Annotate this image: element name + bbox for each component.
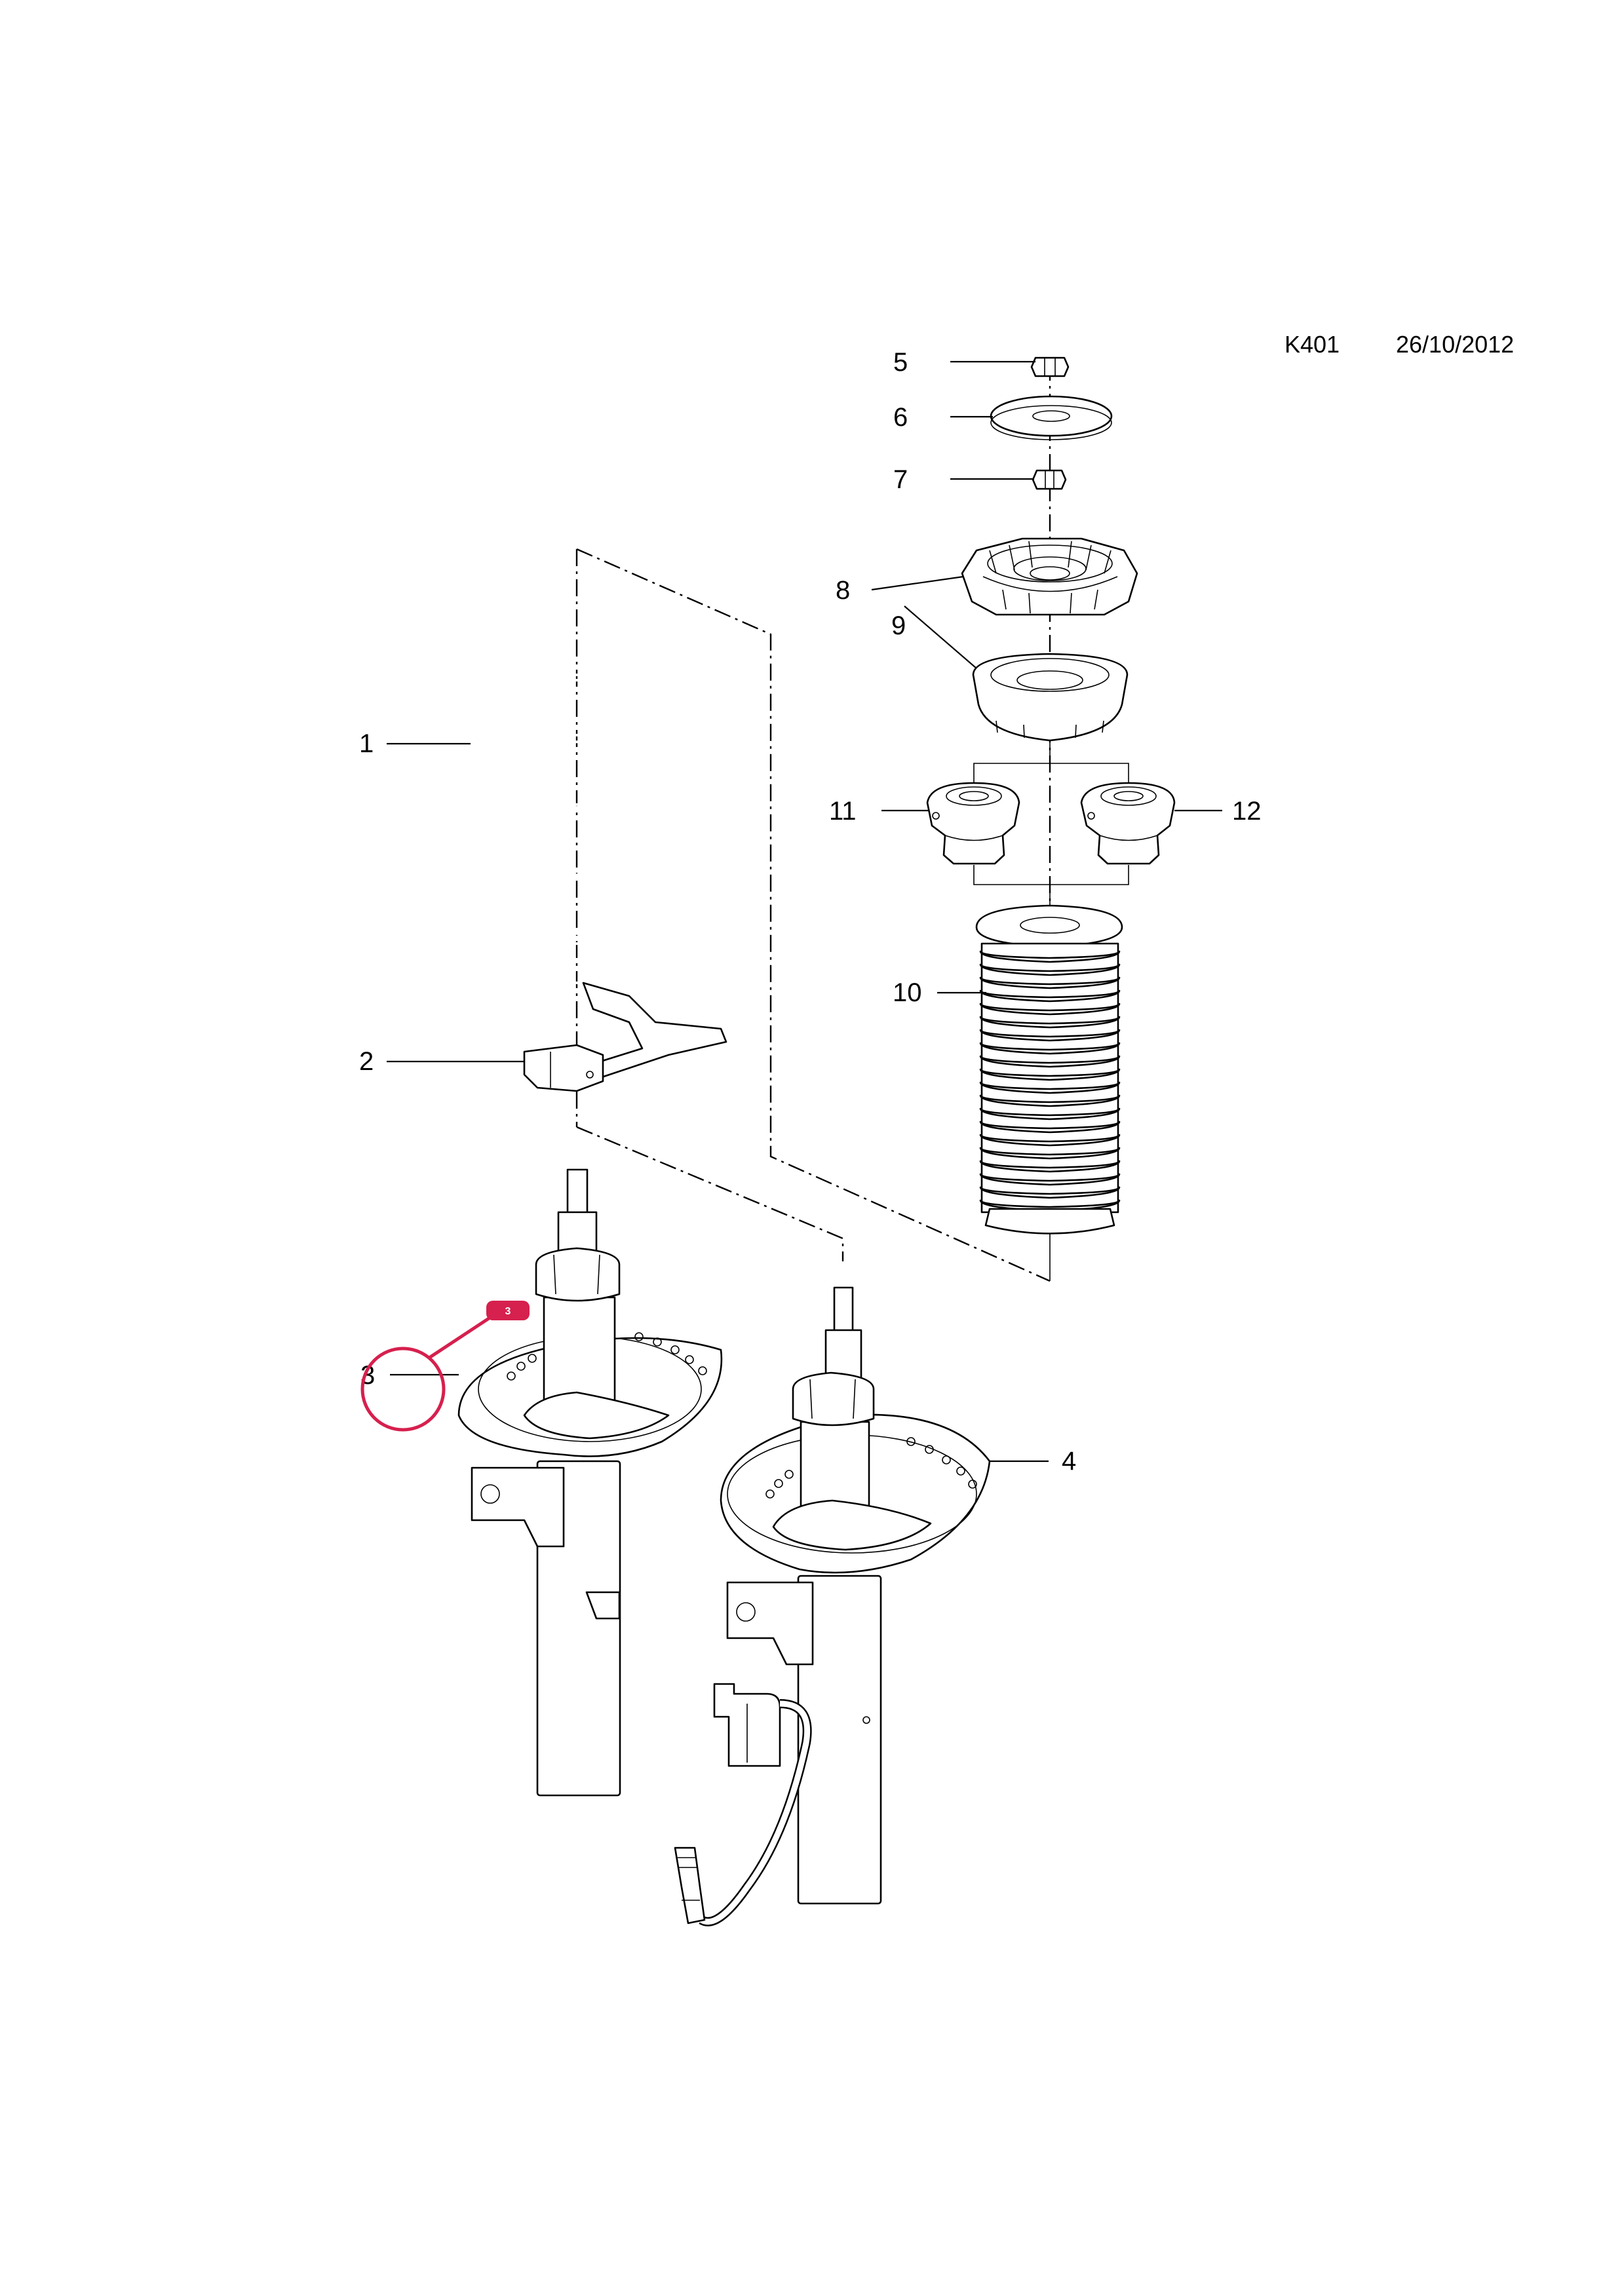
strut-left xyxy=(457,1168,723,1797)
boot-convolution xyxy=(979,1186,1121,1199)
highlight-pointer xyxy=(428,1314,494,1360)
boot-convolution xyxy=(979,976,1121,989)
spring-seat xyxy=(523,982,727,1092)
boot-convolution xyxy=(979,1016,1121,1029)
boot-convolution xyxy=(979,1094,1121,1107)
boot-top-flange xyxy=(975,904,1123,948)
highlight-badge xyxy=(486,1301,530,1320)
callout-12[interactable]: 12 xyxy=(1232,797,1262,826)
boot-convolution xyxy=(979,989,1121,1003)
callout-1[interactable]: 1 xyxy=(359,729,374,758)
callout-4[interactable]: 4 xyxy=(1062,1447,1076,1476)
lower-nut xyxy=(1032,469,1067,490)
highlight-badge-label: 3 xyxy=(505,1306,511,1317)
bump-stop-left xyxy=(926,782,1020,865)
diagram-code: K401 xyxy=(1285,331,1340,358)
assembly-lines xyxy=(575,364,1129,1282)
boot-convolution xyxy=(979,1134,1121,1147)
boot-convolution xyxy=(979,963,1121,976)
highlight-circle xyxy=(360,1347,446,1432)
boot-convolution xyxy=(979,1147,1121,1160)
boot-convolution xyxy=(979,1173,1121,1186)
dust-boot xyxy=(975,904,1123,1234)
boot-convolution xyxy=(979,1068,1121,1081)
callout-6[interactable]: 6 xyxy=(893,403,908,432)
upper-nut xyxy=(1030,356,1070,377)
bump-stop-right xyxy=(1080,782,1176,865)
boot-convolution xyxy=(979,1003,1121,1016)
leader-lines xyxy=(387,360,1222,1463)
boot-convolution xyxy=(979,1042,1121,1055)
callout-9[interactable]: 9 xyxy=(891,611,906,640)
wear-sensor-harness xyxy=(674,1683,812,1926)
boot-convolution xyxy=(979,1081,1121,1094)
boot-convolution xyxy=(979,1055,1121,1068)
callout-11[interactable]: 11 xyxy=(829,797,857,826)
strut-right xyxy=(720,1286,991,1905)
callouts: 1 2 3 4 5 6 7 8 9 10 11 12 xyxy=(359,348,1262,1476)
highlight-marker[interactable]: 3 xyxy=(360,1301,530,1432)
boot-convolution xyxy=(979,950,1121,963)
strut-bearing xyxy=(972,653,1129,742)
strut-mount xyxy=(961,537,1138,616)
boot-convolution xyxy=(979,1160,1121,1173)
callout-5[interactable]: 5 xyxy=(893,348,908,377)
callout-8[interactable]: 8 xyxy=(836,576,850,605)
boot-convolution xyxy=(979,1107,1121,1120)
callout-10[interactable]: 10 xyxy=(893,978,922,1007)
callout-7[interactable]: 7 xyxy=(893,465,908,494)
callout-2[interactable]: 2 xyxy=(359,1047,374,1076)
boot-convolution xyxy=(979,1120,1121,1134)
top-washer xyxy=(990,395,1113,440)
boot-bottom-collar xyxy=(984,1208,1115,1234)
diagram-date: 26/10/2012 xyxy=(1396,331,1514,358)
boot-convolution xyxy=(979,1029,1121,1042)
boot-top-hole xyxy=(1020,917,1080,934)
coil-spring xyxy=(477,634,696,984)
